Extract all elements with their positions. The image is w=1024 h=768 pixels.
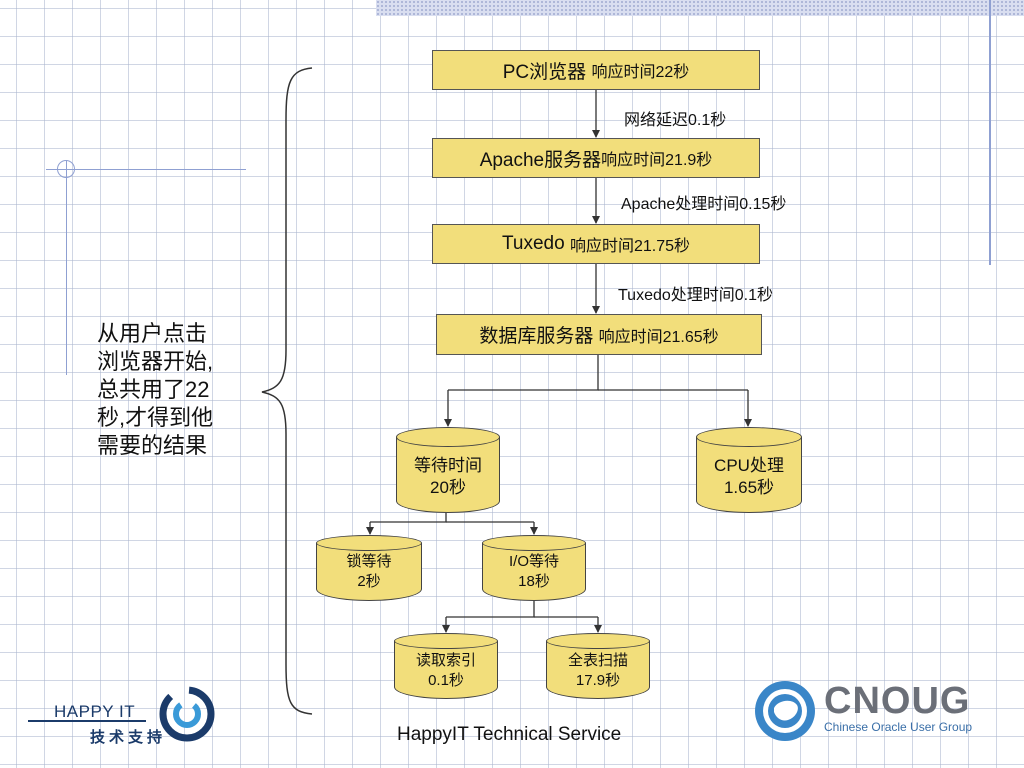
- cpu-processing-cylinder: CPU处理 1.65秒: [696, 427, 802, 513]
- summary-line-5: 需要的结果: [97, 433, 208, 458]
- tuxedo-title: Tuxedo: [502, 233, 565, 254]
- full-scan-cylinder: 全表扫描 17.9秒: [546, 633, 650, 699]
- database-server-title: 数据库服务器: [479, 326, 594, 347]
- pc-browser-box: PC浏览器 响应时间22秒: [432, 50, 760, 90]
- summary-text: 从用户点击 浏览器开始, 总共用了22 秒,才得到他 需要的结果: [97, 320, 247, 460]
- network-latency-note: 网络延迟0.1秒: [624, 112, 727, 129]
- index-read-label: 读取索引: [415, 652, 476, 669]
- io-wait-cylinder: I/O等待 18秒: [482, 535, 586, 601]
- summary-curly-brace: [261, 67, 313, 715]
- lock-wait-value: 2秒: [357, 572, 381, 590]
- happy-it-underline: [28, 720, 146, 722]
- apache-processing-note: Apache处理时间0.15秒: [621, 196, 787, 213]
- left-decorative-horizontal-line: [46, 169, 246, 170]
- cnoug-logo: CNOUG Chinese Oracle User Group: [752, 678, 982, 744]
- database-server-detail: 响应时间21.65秒: [598, 328, 719, 346]
- apache-server-box: Apache服务器 响应时间21.9秒: [432, 138, 760, 178]
- index-read-value: 0.1秒: [428, 671, 464, 689]
- happy-it-swirl-icon: [159, 686, 215, 742]
- full-scan-label: 全表扫描: [567, 652, 628, 669]
- lock-wait-cylinder: 锁等待 2秒: [316, 535, 422, 601]
- cnoug-wordmark: CNOUG: [824, 680, 971, 722]
- branch-io: [446, 600, 535, 618]
- left-decorative-vertical-line: [66, 160, 67, 375]
- right-decorative-line: [989, 0, 991, 265]
- full-scan-value: 17.9秒: [575, 671, 621, 689]
- index-read-cylinder: 读取索引 0.1秒: [394, 633, 498, 699]
- top-decorative-band: [376, 0, 1024, 16]
- pc-browser-title: PC浏览器: [502, 61, 587, 83]
- summary-line-4: 秒,才得到他: [97, 405, 214, 430]
- io-wait-value: 18秒: [518, 572, 550, 590]
- summary-line-3: 总共用了22: [97, 377, 210, 402]
- happy-it-cn: 技术支持: [90, 729, 167, 746]
- tuxedo-processing-note: Tuxedo处理时间0.1秒: [618, 287, 774, 304]
- apache-server-title: Apache服务器: [479, 149, 602, 171]
- lock-wait-label: 锁等待: [346, 553, 392, 570]
- tuxedo-box: Tuxedo 响应时间21.75秒: [432, 224, 760, 264]
- tuxedo-detail: 响应时间21.75秒: [569, 238, 690, 255]
- summary-line-1: 从用户点击: [97, 321, 208, 346]
- cpu-processing-value: 1.65秒: [723, 478, 775, 498]
- wait-time-label: 等待时间: [414, 456, 482, 475]
- footer-text: HappyIT Technical Service: [397, 724, 622, 745]
- pc-browser-detail: 响应时间22秒: [591, 64, 690, 81]
- cnoug-tagline: Chinese Oracle User Group: [824, 720, 973, 734]
- summary-line-2: 浏览器开始,: [97, 349, 214, 374]
- wait-time-cylinder: 等待时间 20秒: [396, 427, 500, 513]
- happy-it-name: HAPPY IT: [54, 702, 136, 721]
- crosshair-circle-icon: [57, 160, 75, 178]
- happy-it-logo: HAPPY IT 技术支持: [28, 682, 228, 752]
- cnoug-globe-icon: [755, 681, 815, 741]
- database-server-box: 数据库服务器 响应时间21.65秒: [436, 314, 762, 355]
- wait-time-value: 20秒: [430, 478, 466, 498]
- io-wait-label: I/O等待: [508, 553, 559, 570]
- branch-db: [448, 355, 599, 391]
- apache-server-detail: 响应时间21.9秒: [601, 152, 713, 169]
- cpu-processing-label: CPU处理: [714, 456, 784, 475]
- branch-wait: [370, 512, 447, 523]
